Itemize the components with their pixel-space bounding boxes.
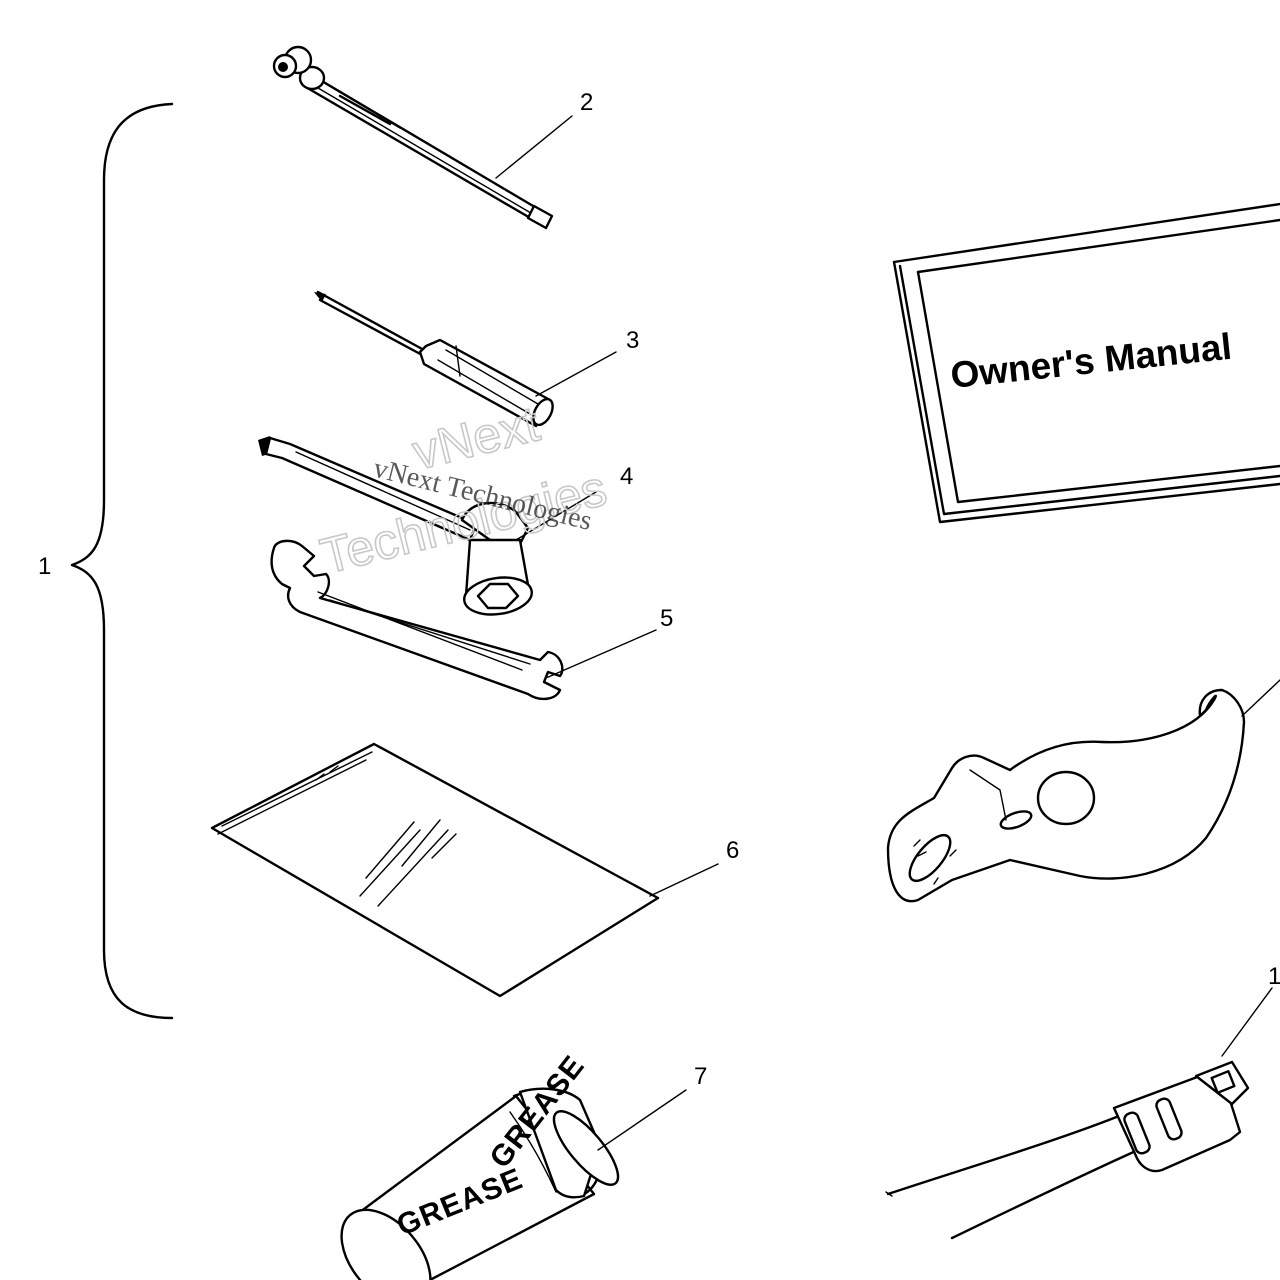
spark-plug-socket-drawing [258,436,533,616]
callout-4: 4 [620,463,633,490]
wire-connector-drawing [885,1060,1250,1240]
screwdriver-drawing [314,290,554,428]
callout-1-kit: 1 [38,553,51,580]
callout-7: 7 [694,1063,707,1090]
owners-manual-drawing: Owner's Manual [892,202,1280,524]
callout-3: 3 [626,327,639,354]
grease-tube-drawing: GREASE GREASE [340,1049,620,1280]
callout-5: 5 [660,605,673,632]
hook-bracket-drawing [886,688,1246,903]
callout-2: 2 [580,89,593,116]
leader-lines [495,115,1280,1151]
callout-1-connector: 1 [1268,963,1280,990]
owners-manual-title: Owner's Manual [949,326,1234,396]
callout-6: 6 [726,837,739,864]
tire-gauge-drawing [272,45,554,230]
plastic-bag-drawing [210,742,660,998]
kit-brace [70,102,174,1020]
wrench-drawing [270,539,564,701]
